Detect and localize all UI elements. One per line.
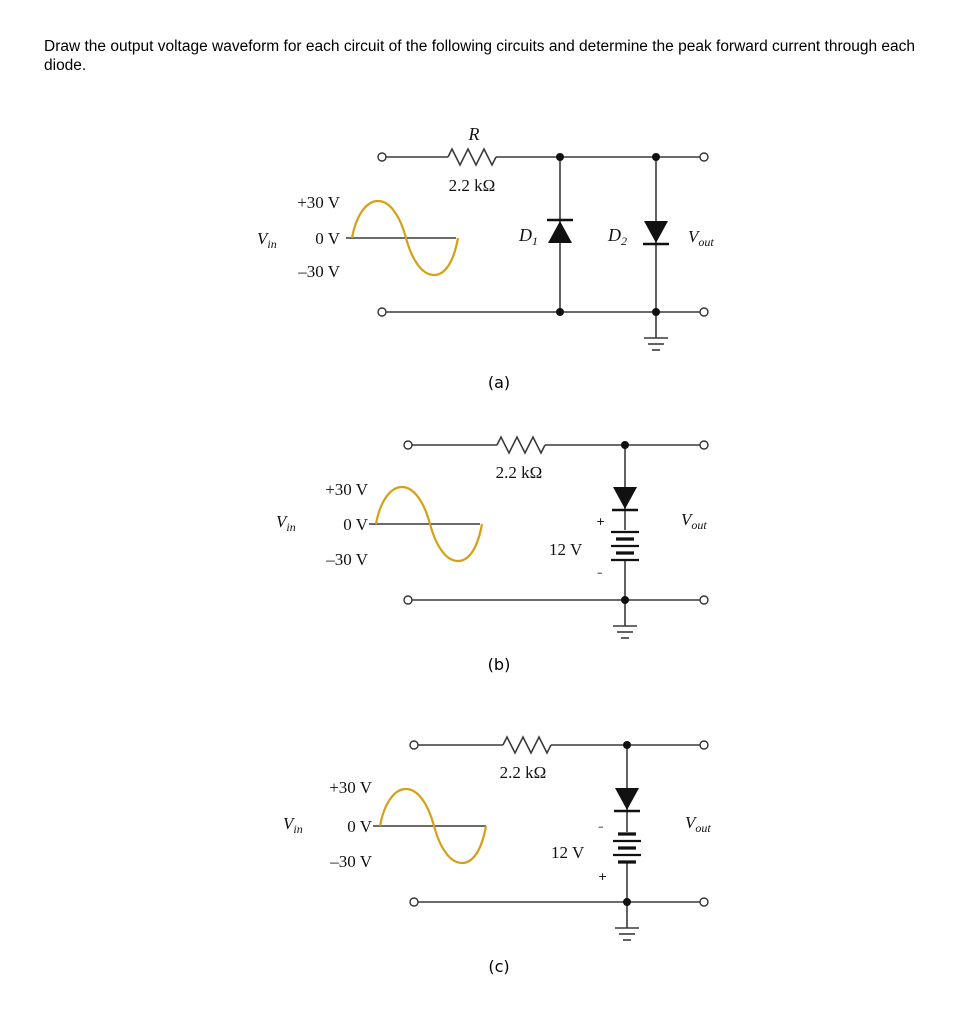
battery-c-top-sign: –: [598, 820, 604, 833]
resistor-r: [447, 147, 497, 167]
vin-zero: 0 V: [347, 817, 372, 836]
output-terminal-bottom: [699, 897, 709, 907]
diode-d2-label: D2: [607, 225, 627, 248]
diode-d2: [643, 221, 669, 246]
vout-label: Vout: [688, 227, 714, 249]
battery-b-bottom-sign: –: [597, 566, 603, 579]
battery-c-bottom-sign: +: [598, 870, 607, 883]
circuit-b: 2.2 kΩ + – 12 V Vout +30 V: [276, 435, 709, 674]
caption-a: (a): [488, 373, 510, 392]
input-terminal-top: [377, 152, 387, 162]
vout-label: Vout: [685, 813, 711, 835]
vin-pos-peak: +30 V: [325, 480, 369, 499]
resistor-b: [496, 435, 546, 455]
vin-label: Vin: [276, 512, 296, 534]
input-terminal-top: [409, 740, 419, 750]
battery-c-value: 12 V: [551, 843, 585, 862]
output-terminal-bottom: [699, 595, 709, 605]
resistor-b-value: 2.2 kΩ: [496, 463, 543, 482]
vin-sine-wave: [350, 199, 460, 277]
vin-neg-peak: –30 V: [325, 550, 368, 569]
diode-b: [612, 487, 638, 512]
vin-zero: 0 V: [315, 229, 340, 248]
vin-sine-wave: [374, 485, 484, 563]
resistor-r-name: R: [468, 124, 480, 144]
output-terminal-top: [699, 740, 709, 750]
circuit-c: 2.2 kΩ – + 12 V Vout +30 V 0 V –: [283, 735, 711, 976]
caption-c: (c): [488, 957, 509, 976]
resistor-c-value: 2.2 kΩ: [500, 763, 547, 782]
battery-b-top-sign: +: [596, 515, 605, 528]
diode-d1: [547, 218, 573, 243]
output-terminal-top: [699, 440, 709, 450]
input-terminal-bottom: [377, 307, 387, 317]
vin-neg-peak: –30 V: [329, 852, 372, 871]
circuit-a: R 2.2 kΩ D1 D2 Vout: [257, 124, 714, 392]
input-terminal-bottom: [403, 595, 413, 605]
battery-c: [613, 832, 641, 864]
vin-pos-peak: +30 V: [297, 193, 341, 212]
vout-label: Vout: [681, 510, 707, 532]
ground-icon: [615, 927, 639, 941]
resistor-r-value: 2.2 kΩ: [449, 176, 496, 195]
ground-icon: [613, 625, 637, 639]
diode-d1-label: D1: [518, 225, 538, 248]
vin-label: Vin: [257, 229, 277, 251]
diode-c: [614, 788, 640, 813]
input-terminal-bottom: [409, 897, 419, 907]
vin-neg-peak: –30 V: [297, 262, 340, 281]
caption-b: (b): [488, 655, 511, 674]
vin-pos-peak: +30 V: [329, 778, 373, 797]
ground-icon: [644, 337, 668, 351]
resistor-c: [502, 735, 552, 755]
vin-sine-wave: [378, 787, 488, 865]
output-terminal-bottom: [699, 307, 709, 317]
battery-b: [611, 530, 639, 562]
input-terminal-top: [403, 440, 413, 450]
vin-label: Vin: [283, 814, 303, 836]
question-text: Draw the output voltage waveform for eac…: [44, 38, 916, 74]
vin-zero: 0 V: [343, 515, 368, 534]
battery-b-value: 12 V: [549, 540, 583, 559]
output-terminal-top: [699, 152, 709, 162]
